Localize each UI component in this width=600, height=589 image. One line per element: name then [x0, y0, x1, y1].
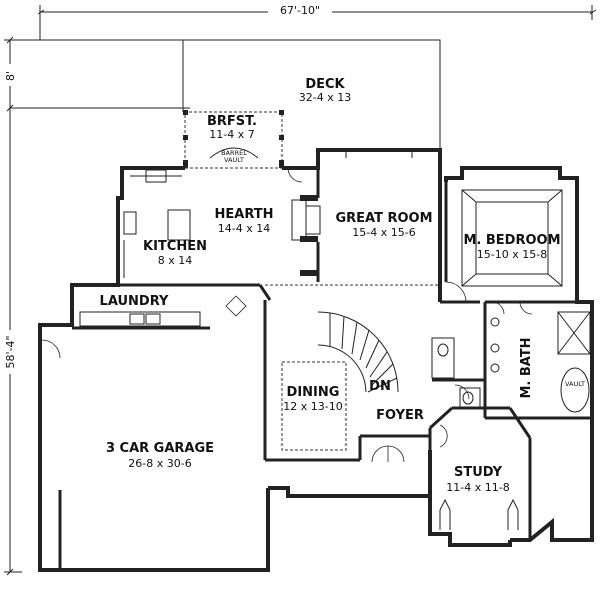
- great-room-name: GREAT ROOM: [335, 211, 432, 226]
- interior-walls: [41, 150, 592, 570]
- laundry-name: LAUNDRY: [100, 294, 169, 309]
- deck-name: DECK: [305, 77, 345, 92]
- brfst-note-line2: VAULT: [224, 156, 244, 164]
- dining-name: DINING: [287, 385, 340, 400]
- foyer-name: FOYER: [376, 408, 424, 423]
- kitchen-name: KITCHEN: [143, 239, 207, 254]
- brfst-name: BRFST.: [207, 114, 257, 129]
- overall-width-label: 67'-10": [280, 4, 320, 17]
- dining-size: 12 x 13-10: [283, 400, 342, 413]
- deck-size: 32-4 x 13: [299, 91, 351, 104]
- hearth-size: 14-4 x 14: [218, 222, 270, 235]
- overall-depth-label: 58'-4": [4, 335, 17, 368]
- hearth-name: HEARTH: [215, 207, 274, 222]
- m-bath-name: M. BATH: [519, 337, 534, 398]
- garage-size: 26-8 x 30-6: [128, 457, 191, 470]
- kitchen-size: 8 x 14: [158, 254, 193, 267]
- m-bedroom-name: M. BEDROOM: [463, 233, 560, 248]
- garage-name: 3 CAR GARAGE: [106, 441, 214, 456]
- study-name: STUDY: [454, 465, 503, 480]
- brfst-size: 11-4 x 7: [209, 128, 254, 141]
- deck-offset-label: 8': [4, 71, 17, 81]
- brfst-note-line1: BARREL: [221, 149, 247, 157]
- breakfast-bay: [183, 110, 284, 168]
- m-bedroom-size: 15-10 x 15-8: [477, 248, 547, 261]
- room-labels: DECK 32-4 x 13 BRFST. 11-4 x 7 BARREL VA…: [100, 77, 585, 494]
- great-room-size: 15-4 x 15-6: [352, 226, 415, 239]
- m-bath-vault-note: VAULT: [565, 380, 585, 388]
- deck-outline: [182, 39, 441, 150]
- stair-direction-label: DN: [369, 379, 391, 394]
- study-size: 11-4 x 11-8: [446, 481, 509, 494]
